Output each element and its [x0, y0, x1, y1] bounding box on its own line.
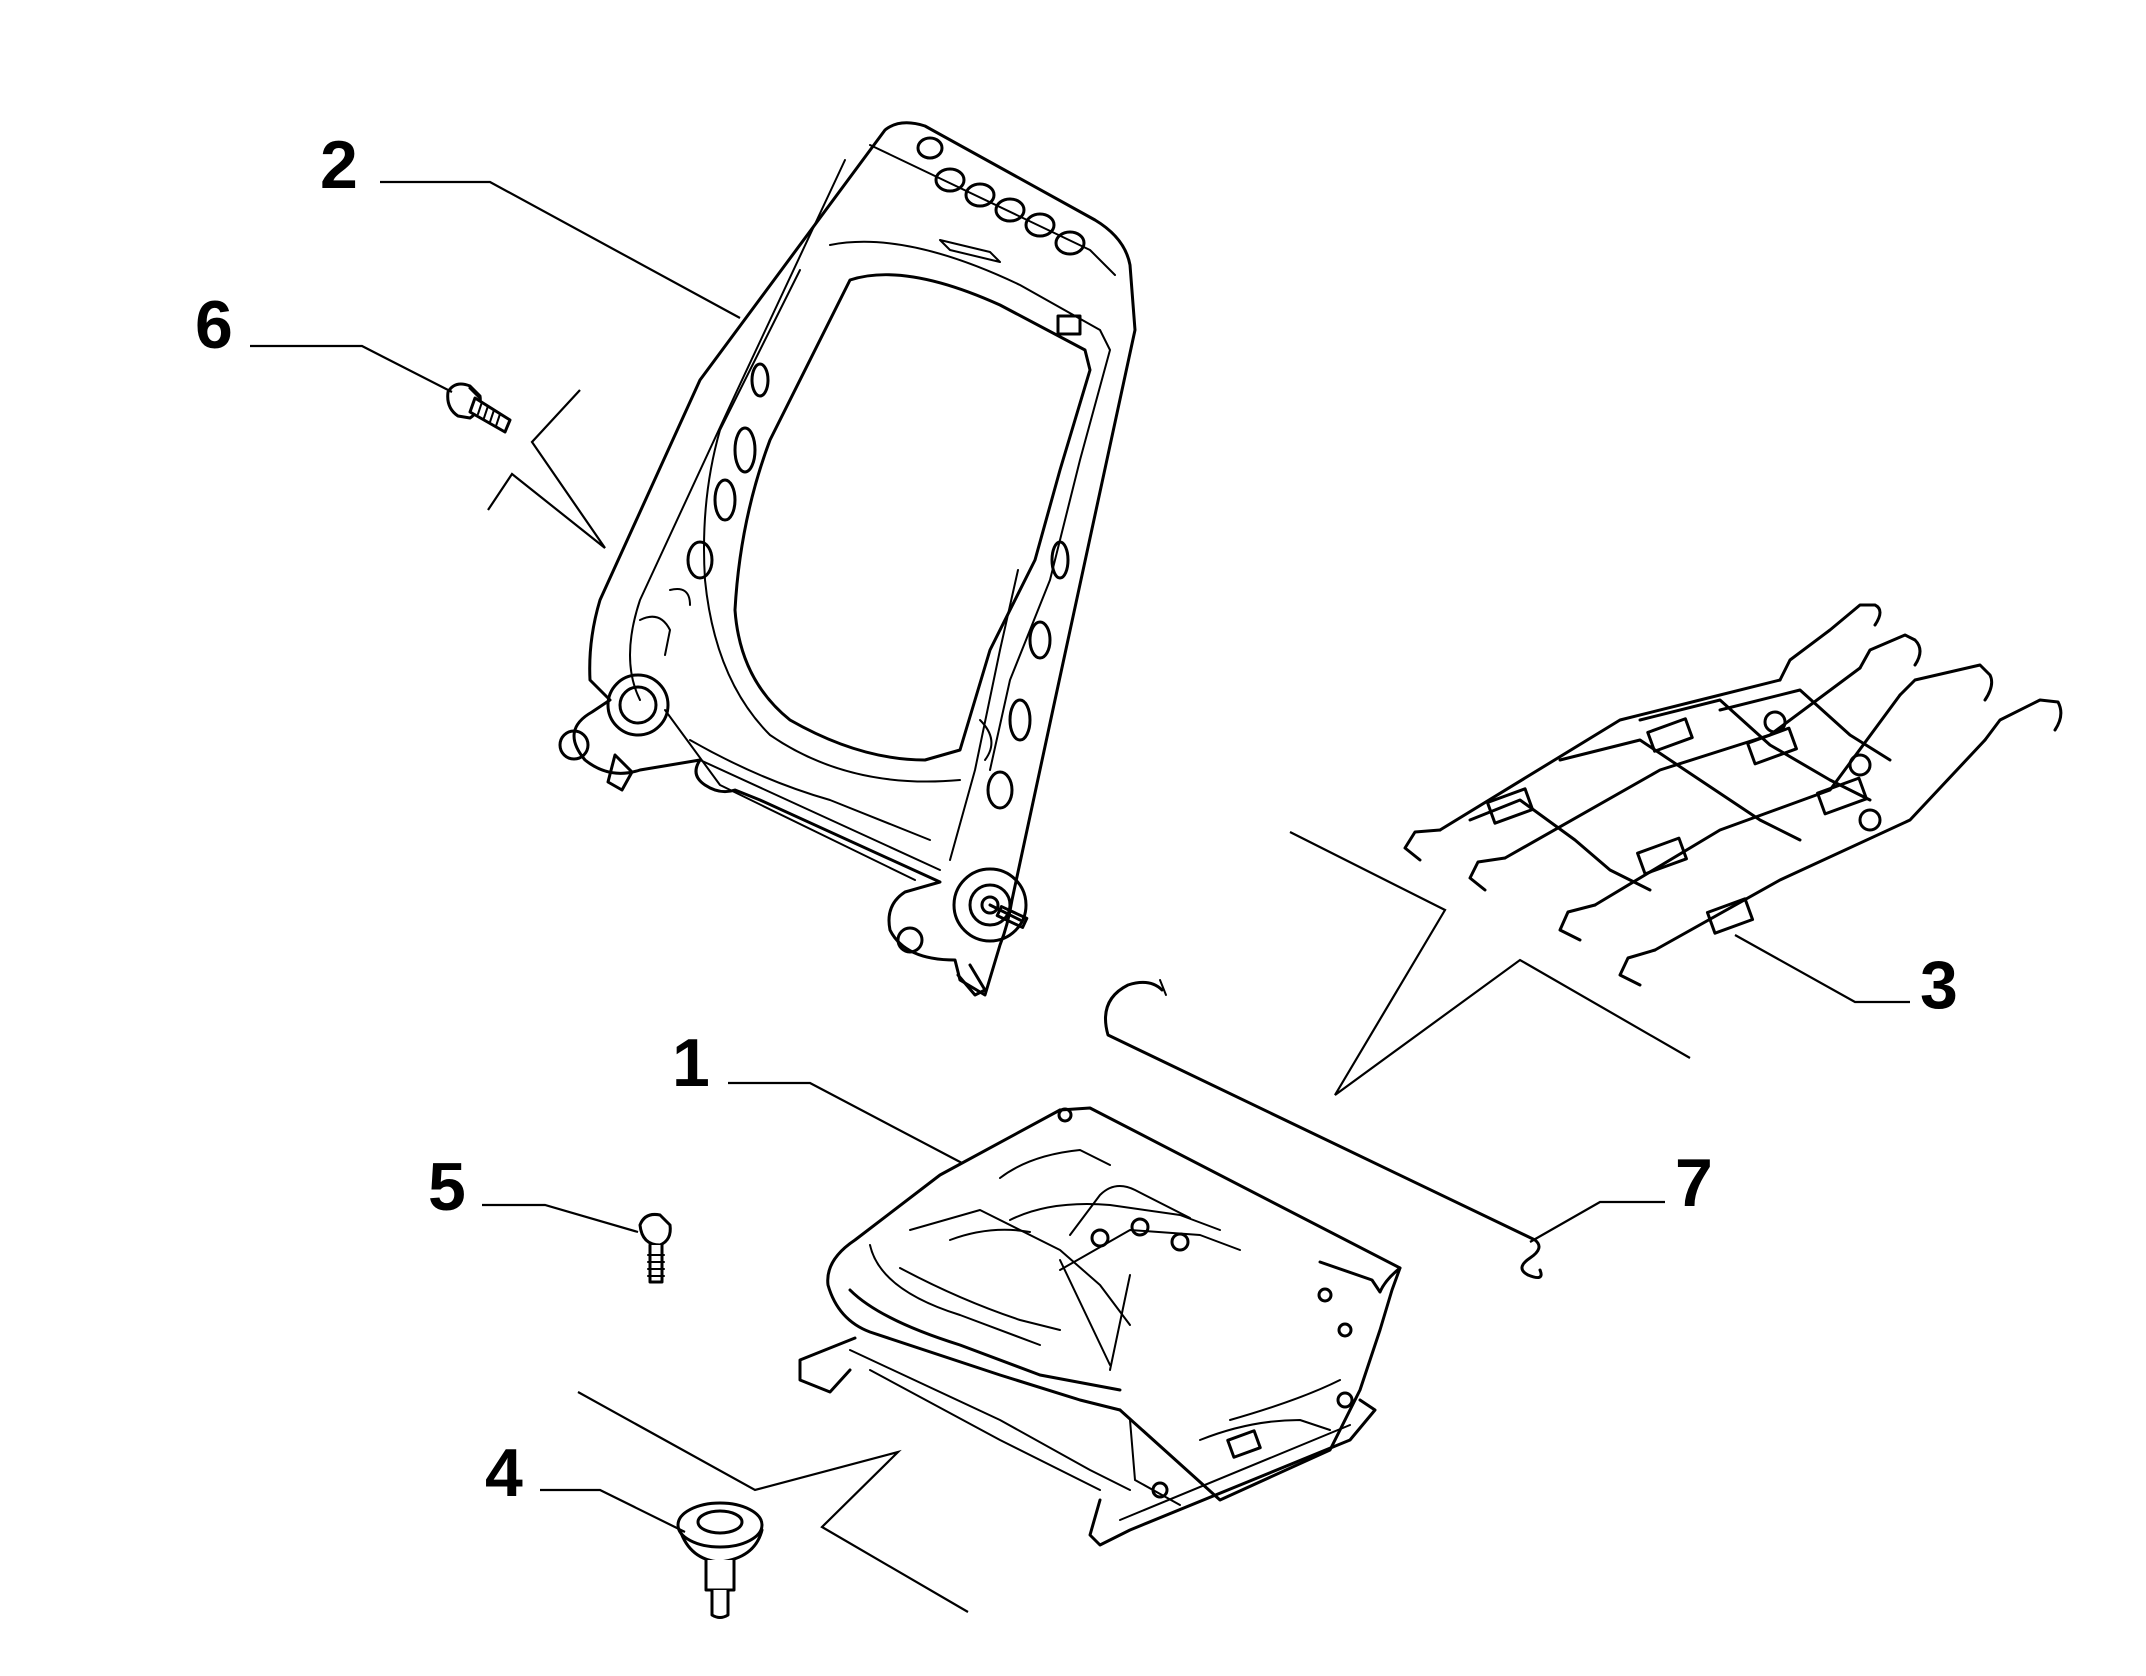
callout-6: 6 — [195, 287, 233, 363]
callout-3: 3 — [1920, 947, 1958, 1023]
part-1-seat-frame[interactable] — [798, 1106, 1402, 1547]
callout-7: 7 — [1675, 1145, 1713, 1221]
part-6-bolt[interactable] — [446, 382, 512, 434]
part-4-knob[interactable] — [676, 1501, 764, 1619]
leader-2 — [380, 180, 741, 319]
callout-5: 5 — [428, 1149, 466, 1225]
direction-mark-3 — [1289, 831, 1691, 1096]
part-5-screw[interactable] — [638, 1213, 672, 1284]
callout-2: 2 — [320, 127, 358, 203]
leader-5 — [482, 1203, 639, 1234]
direction-mark-6 — [487, 389, 606, 549]
callout-1: 1 — [672, 1025, 710, 1101]
leader-7 — [1529, 1200, 1665, 1243]
leader-6 — [250, 344, 453, 393]
leader-3 — [1734, 934, 1910, 1004]
leader-1 — [728, 1081, 963, 1164]
part-7-rod[interactable] — [1104, 979, 1543, 1280]
callout-4: 4 — [485, 1435, 523, 1511]
part-3-spring-mat[interactable] — [1403, 603, 2063, 987]
direction-mark-1 — [577, 1391, 969, 1613]
leader-4 — [540, 1488, 686, 1533]
part-2-backrest-frame[interactable] — [558, 121, 1137, 997]
